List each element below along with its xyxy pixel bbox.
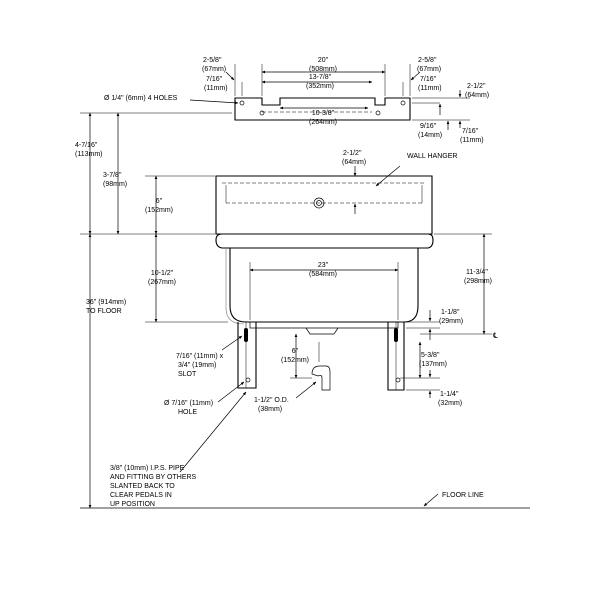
label-drain-height-in: 6" [292,348,299,355]
label-pipe-note-3: SLANTED BACK TO [110,483,175,490]
label-to-floor: TO FLOOR [86,308,122,315]
label-hole-drop-in: 9/16" [420,123,437,130]
label-top-offset-mm: (113mm) [75,151,102,158]
label-hanger-right-mm: (67mm) [417,66,441,73]
centre-dimension-lines [179,165,401,473]
label-floor-height: 36" (914mm) [86,299,126,306]
label-hole-2: HOLE [178,409,197,416]
label-deck-height-in: 3-7/8" [103,172,122,179]
label-hole-left-mm: (11mm) [204,85,228,92]
label-pipe-note-2: AND FITTING BY OTHERS [110,474,197,481]
label-right-height-mm: (298mm) [464,278,492,285]
hanger-extension-lines [234,64,470,121]
label-hanger-width-in: 20" [318,57,329,64]
wall-hanger-plate [234,97,411,121]
label-slot-in: 10-3/8" [312,110,335,117]
label-hanger-height-mm: (64mm) [465,92,489,99]
label-hole-right-mm: (11mm) [418,85,442,92]
label-leg-span-in: 5-3/8" [421,352,440,359]
hanger-dimension-lines [189,70,462,130]
label-slot-3: SLOT [178,371,197,378]
label-hole-left-in: 7/16" [206,76,223,83]
label-leg-end-mm: (32mm) [438,400,462,407]
label-hanger-width-mm: (508mm) [309,66,337,73]
sink-basin [215,175,434,335]
label-drain-height-mm: (152mm) [281,357,309,364]
label-outlet-mm: (38mm) [258,406,282,413]
label-rim-in: 6" [156,198,163,205]
drain-outlet [311,342,331,391]
label-bowl-width-mm: (584mm) [309,271,337,278]
label-drain-offset-mm: (29mm) [439,318,463,325]
label-slot-2: 3/4" (19mm) [178,362,216,369]
label-holes-inner-in: 13-7/8" [309,74,332,81]
label-pipe-note-1: 3/8" (10mm) I.P.S. PIPE [110,465,185,472]
label-right-height-in: 11-3/4" [466,269,488,276]
label-hole-edge-mm: (11mm) [460,137,484,144]
floor-line [80,493,530,509]
label-holes-note: Ø 1/4" (6mm) 4 HOLES [104,95,178,102]
label-floor-line: FLOOR LINE [442,492,484,499]
label-rim-mm: (152mm) [145,207,173,214]
label-bowl-depth-in: 10-1/2" [151,270,174,277]
label-hanger-left-mm: (67mm) [202,66,226,73]
label-hanger-height-in: 2-1/2" [467,83,486,90]
label-outlet-in: 1-1/2" O.D. [254,397,289,404]
sink-legs [237,322,405,391]
label-leg-span-mm: (137mm) [419,361,447,368]
label-leg-end-in: 1-1/4" [440,391,459,398]
left-dimension-lines [80,112,232,509]
label-drain-offset-in: 1-1/8" [441,309,460,316]
label-slot-1: 7/16" (11mm) x [176,353,224,360]
label-hole-right-in: 7/16" [420,76,437,83]
label-wall-hanger-depth-in: 2-1/2" [343,150,362,157]
label-bowl-depth-mm: (267mm) [148,279,176,286]
label-hole-1: Ø 7/16" (11mm) [164,400,213,407]
label-bowl-width-in: 23" [318,262,329,269]
label-wall-hanger-depth-mm: (64mm) [342,159,366,166]
label-hole-edge-in: 7/16" [462,128,479,135]
dimension-labels: 2-5/8" (67mm) 20" (508mm) 2-5/8" (67mm) … [75,57,499,508]
label-hanger-right-in: 2-5/8" [418,57,437,64]
label-top-offset-in: 4-7/16" [75,142,98,149]
right-dimension-lines [400,233,492,398]
label-deck-height-mm: (98mm) [103,181,127,188]
label-pipe-note-4: CLEAR PEDALS IN [110,492,172,499]
label-pipe-note-5: UP POSITION [110,501,155,508]
label-slot-mm: (264mm) [309,119,337,126]
label-wall-hanger: WALL HANGER [407,153,457,160]
label-hanger-left-in: 2-5/8" [203,57,222,64]
label-hole-drop-mm: (14mm) [418,132,442,139]
label-holes-inner-mm: (352mm) [306,83,334,90]
label-centerline: ℄ [492,331,499,340]
